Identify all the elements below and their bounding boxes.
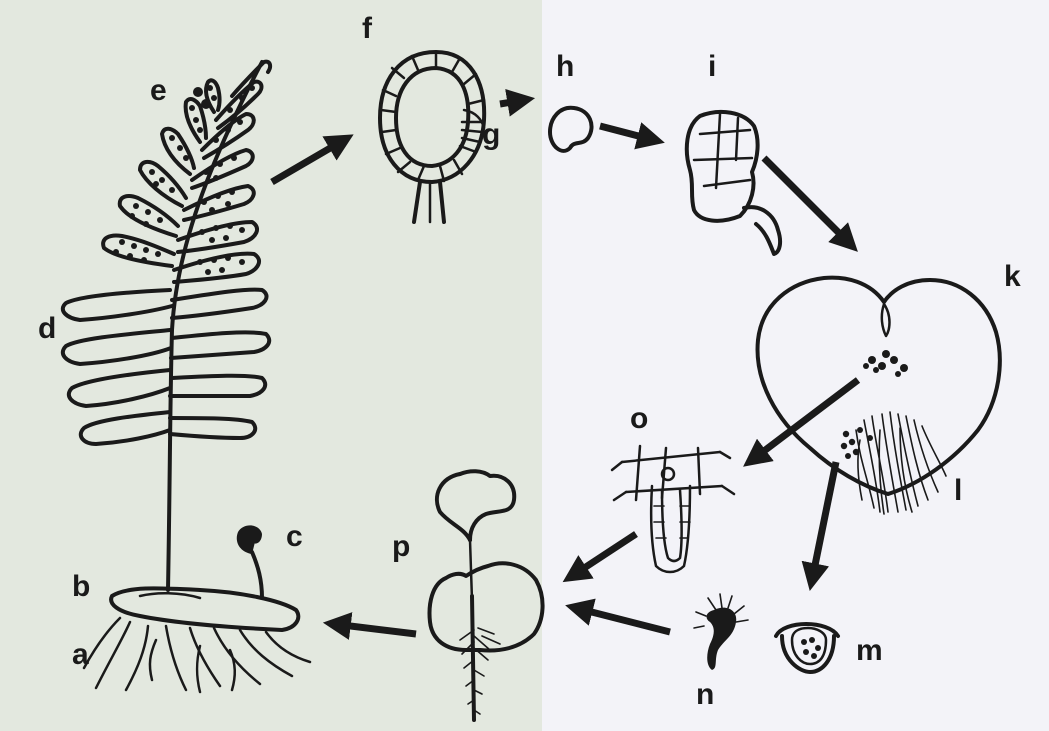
label-a: a — [72, 638, 89, 671]
arrow-spermatozoid-to-sporophyte — [576, 608, 670, 632]
arrow-sporangium-to-spore — [500, 100, 524, 104]
germinating-spore-drawing — [687, 112, 780, 254]
sporangium-drawing — [380, 52, 484, 222]
label-p: p — [392, 530, 410, 563]
arrow-archegonium-to-sporophyte — [572, 534, 636, 576]
archegonium-drawing — [612, 446, 734, 572]
label-m: m — [856, 634, 883, 667]
label-c: c — [286, 520, 303, 553]
label-b: b — [72, 570, 90, 603]
label-i: i — [708, 50, 716, 83]
arrow-frond-to-sporangium — [272, 140, 344, 182]
label-k: k — [1004, 260, 1021, 293]
label-e: e — [150, 74, 167, 107]
label-d: d — [38, 312, 56, 345]
fern-frond-drawing — [63, 62, 270, 590]
label-h: h — [556, 50, 574, 83]
arrow-spore-to-germination — [600, 126, 654, 140]
arrow-sporophyte-to-rhizome — [334, 624, 416, 634]
label-o: o — [630, 402, 648, 435]
young-sporophyte-drawing — [430, 471, 543, 720]
label-f: f — [362, 12, 373, 45]
label-g: g — [482, 118, 500, 151]
prothallus-drawing — [758, 278, 1000, 514]
arrows-group — [272, 100, 858, 634]
label-n: n — [696, 678, 714, 711]
label-l: l — [954, 474, 962, 507]
antheridium-drawing — [776, 624, 838, 672]
rhizome-drawing — [84, 525, 310, 692]
spermatozoid-drawing — [694, 594, 748, 670]
spore-drawing — [550, 108, 592, 151]
arrow-prothallus-to-antheridium — [812, 462, 836, 580]
